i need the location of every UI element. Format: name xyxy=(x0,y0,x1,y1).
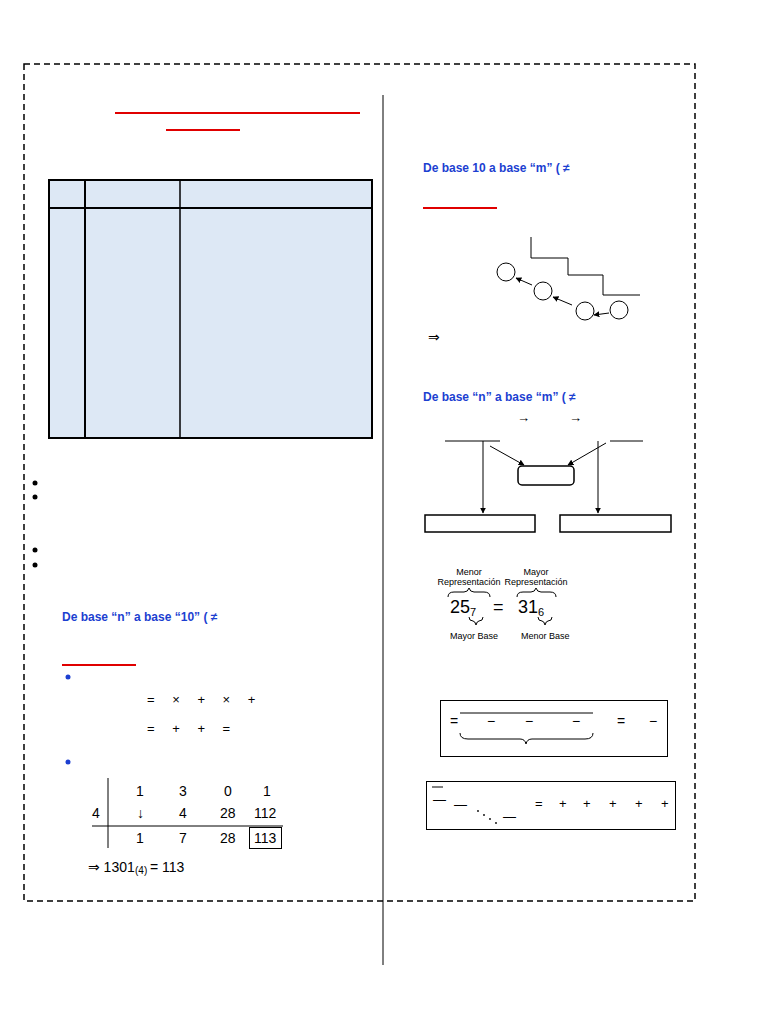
math-text: 25 xyxy=(450,598,470,616)
math-symbol: 113 xyxy=(250,828,280,848)
math-text: 0 xyxy=(224,784,232,798)
math-text: 31 xyxy=(518,598,538,616)
math-text: 1 xyxy=(136,784,144,798)
result-box: 113 xyxy=(249,827,282,849)
math-text: ⇒ xyxy=(428,330,440,344)
math-text: 28 xyxy=(220,831,236,845)
math-symbol: = xyxy=(535,797,543,810)
math-text: ↓ xyxy=(137,806,144,820)
math-symbol: — xyxy=(433,793,446,806)
ruffini-lines xyxy=(92,778,283,848)
math-symbol: + xyxy=(635,797,643,810)
math-text: (4) xyxy=(135,866,147,876)
formula-box: = − − − = − xyxy=(440,700,668,757)
math-symbol: − xyxy=(487,714,495,728)
math-symbol: − xyxy=(525,714,533,728)
math-text: → xyxy=(517,411,530,424)
math-text: 112 xyxy=(254,806,276,820)
math-text: 7 xyxy=(179,831,187,845)
math-symbol: — xyxy=(454,798,467,811)
math-symbol: + xyxy=(609,797,617,810)
math-text: 3 xyxy=(179,784,187,798)
math-text: 28 xyxy=(220,806,236,820)
math-text: 6 xyxy=(538,607,544,618)
math-text: → xyxy=(569,411,582,424)
math-text: Menor Base xyxy=(521,632,570,641)
math-text: = × + × + xyxy=(147,693,255,706)
math-symbol: = xyxy=(617,714,625,728)
formula-box: — — — = + + + + + xyxy=(426,781,676,830)
math-text: ⇒ 1301 xyxy=(88,860,135,874)
math-text: Mayor Representación xyxy=(503,567,569,588)
division-staircase xyxy=(497,237,640,320)
math-text: = xyxy=(493,598,504,616)
math-text: Menor Representación xyxy=(436,567,502,588)
math-text: 7 xyxy=(470,607,476,618)
math-symbol: − xyxy=(649,714,657,728)
blue-bullets xyxy=(66,675,71,765)
math-text: 1 xyxy=(136,831,144,845)
math-symbol: − xyxy=(572,714,580,728)
math-symbol: = xyxy=(450,714,458,728)
math-symbol: — xyxy=(503,810,516,823)
math-text: Mayor Base xyxy=(450,632,498,641)
math-text: 1 xyxy=(263,784,271,798)
bullets xyxy=(33,481,38,568)
math-text: = + + = xyxy=(147,722,230,735)
math-text: = 113 xyxy=(150,860,184,874)
ellipsis-dots xyxy=(477,810,497,824)
math-text: 4 xyxy=(179,806,187,820)
math-text: 4 xyxy=(92,806,100,820)
section-heading: De base “n” a base “10” ( ≠ xyxy=(62,611,217,623)
math-symbol: + xyxy=(583,797,591,810)
math-symbol: + xyxy=(661,797,669,810)
section-heading: De base 10 a base “m” ( ≠ xyxy=(423,162,570,174)
empty-table xyxy=(49,180,372,438)
dashed-frame xyxy=(24,64,695,901)
braces xyxy=(432,588,593,787)
math-symbol: + xyxy=(559,797,567,810)
base-change-scheme xyxy=(425,441,671,532)
column-divider xyxy=(383,95,384,965)
section-heading: De base “n” a base “m” ( ≠ xyxy=(423,391,576,403)
